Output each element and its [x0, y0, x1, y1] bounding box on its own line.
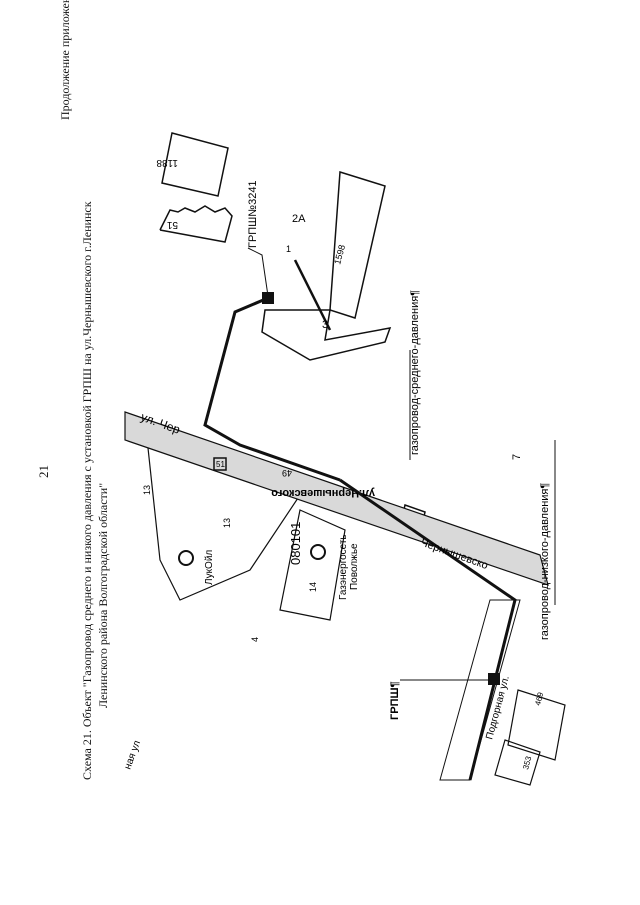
pipeline-branch [293, 259, 332, 331]
fuel-station-icon [178, 550, 194, 566]
label-353: 353 [521, 755, 533, 771]
label-51: 51 [166, 219, 178, 230]
fuel-station-icon [310, 544, 326, 560]
grpsh-marker [488, 673, 500, 685]
label-medium-pressure: газопровод-среднего-давления¶ [409, 290, 421, 455]
label-street-chernyshevskogo: ул.Чернышевского [271, 487, 375, 499]
label-grpsh-3241: ГРПШ№3241 [247, 180, 259, 248]
building-353 [494, 739, 541, 786]
building-1598 [329, 171, 386, 319]
grpsh-3241-marker [262, 292, 274, 304]
label-povolzhe: Поволжье [349, 543, 360, 590]
building-51 [159, 205, 233, 243]
building-3 [261, 309, 392, 361]
label-1188: 1188 [156, 157, 178, 168]
label-51-box: 51 [216, 460, 225, 469]
building-469 [507, 689, 566, 761]
label-49: 49 [282, 468, 292, 478]
label-469: 469 [533, 691, 545, 707]
label-code: 080101 [288, 522, 303, 565]
label-4: 4 [250, 637, 260, 642]
label-lukoil: ЛукОйл [204, 550, 215, 585]
label-3: 3 [322, 319, 328, 331]
transformer-icon [213, 457, 227, 471]
block-gazenergoset [279, 509, 346, 621]
pipeline-low-pressure [339, 478, 517, 781]
leader-grpsh-3241 [247, 247, 269, 297]
label-low-pressure: газопровод-низкого-давления¶ [539, 483, 551, 640]
label-gazenergoset: Газэнергосеть [338, 534, 349, 600]
label-2a: 2А [292, 213, 306, 225]
label-street-left: ная ул [122, 739, 143, 771]
label-14: 14 [308, 582, 318, 592]
label-13a: 13 [142, 485, 152, 495]
label-7: 7 [511, 454, 523, 460]
street-chernyshevskogo [124, 411, 549, 586]
label-13b: 13 [222, 518, 232, 528]
pipeline-medium-pressure [203, 296, 341, 482]
label-1: 1 [286, 244, 291, 254]
building-1188 [161, 132, 229, 197]
label-grpsh: ГРПШ¶ [389, 681, 401, 720]
